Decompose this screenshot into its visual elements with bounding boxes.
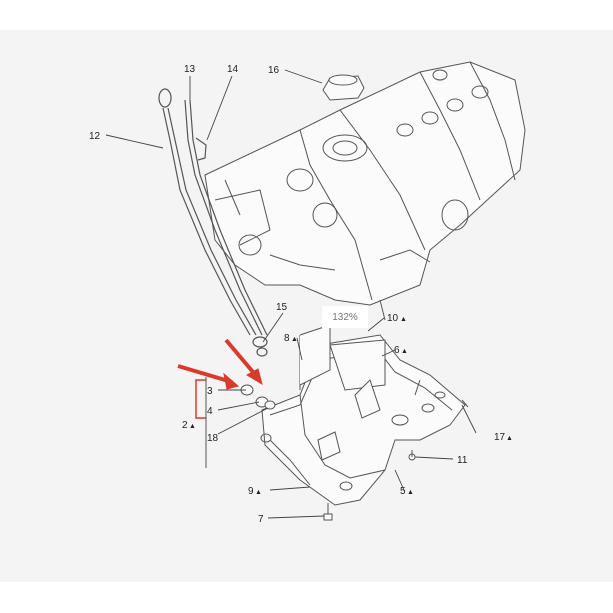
highlight-arrows <box>177 338 263 390</box>
callout-16: 16 <box>268 65 280 76</box>
drain-plug-and-seals <box>240 384 469 521</box>
callout-6-marker: ▲ <box>401 348 408 355</box>
callout-8-marker: ▲ <box>291 336 298 343</box>
callout-8: 8 <box>284 333 290 344</box>
callout-9: 9 <box>248 486 254 497</box>
callout-4: 4 <box>207 406 213 417</box>
oil-filler-cap <box>322 74 365 101</box>
zoom-level-badge: 132% <box>322 306 368 328</box>
leader-lines <box>105 69 477 519</box>
callout-7: 7 <box>258 514 264 525</box>
callout-12: 12 <box>89 131 101 142</box>
callout-10-marker: ▲ <box>400 316 407 323</box>
callout-9-marker: ▲ <box>255 489 262 496</box>
callout-5: 5 <box>400 486 406 497</box>
callout-2: 2 <box>182 420 188 431</box>
callout-14: 14 <box>227 64 239 75</box>
callout-labels: 12 13 14 16 15 8 ▲ 10 ▲ 6 ▲ 3 4 2 ▲ 18 1… <box>89 64 513 525</box>
callout-13: 13 <box>184 64 196 75</box>
callout-6: 6 <box>394 345 400 356</box>
callout-5-marker: ▲ <box>407 489 414 496</box>
callout-bracket <box>195 379 206 419</box>
callout-11: 11 <box>457 455 468 466</box>
oil-pan-assembly <box>260 324 466 506</box>
callout-15: 15 <box>276 302 288 313</box>
dipstick-tube <box>158 88 268 357</box>
callout-17-marker: ▲ <box>506 435 513 442</box>
callout-3: 3 <box>207 386 213 397</box>
callout-18: 18 <box>207 433 219 444</box>
engine-block <box>204 61 526 321</box>
callout-17: 17 <box>494 432 506 443</box>
callout-2-marker: ▲ <box>189 423 196 430</box>
callout-10: 10 <box>387 313 399 324</box>
